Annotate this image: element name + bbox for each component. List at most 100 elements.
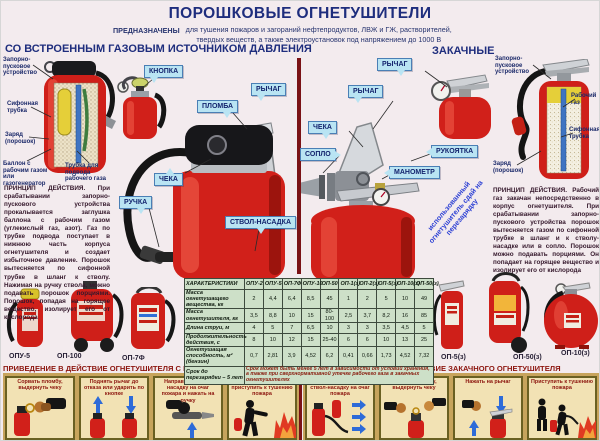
purpose-label: ПРЕДНАЗНАЧЕНЫ (113, 26, 180, 35)
table-cell: 8 (244, 332, 264, 348)
table-cell: 85 (414, 308, 434, 323)
builtin-step-4-illustration (234, 400, 296, 438)
builtin-cutaway-illustration (44, 61, 116, 173)
model-caption-opu5: ОПУ-5 (9, 353, 31, 360)
model-op7f-illustration (131, 287, 176, 349)
vertical-divider-main (297, 58, 301, 274)
callout-rychag-stored: РЫЧАГ (348, 85, 384, 103)
stored-step-1: Направить сопло или ствол-насадку на оча… (305, 376, 375, 440)
model-caption-op5z: ОП-5(з) (441, 354, 466, 361)
table-cell: 3,5 (244, 308, 264, 323)
builtin-step-3-illustration (166, 400, 214, 438)
purpose-text: для тушения пожаров и загораний нефтепро… (186, 25, 452, 44)
stored-step-2-illustration (384, 398, 446, 438)
table-cell: 2 (244, 288, 264, 310)
callout-plomba: ПЛОМБА (197, 100, 239, 118)
table-cell: 6,5 (300, 321, 321, 334)
table-cell: 0,41 (338, 346, 359, 367)
table-cell: 6 (338, 332, 359, 348)
model-opu5-illustration (6, 288, 43, 347)
table-cell: Масса огнетушителя, кг (184, 308, 245, 323)
model-caption-op10z: ОП-10(з) (561, 350, 590, 357)
table-cell: 0,66 (357, 346, 378, 367)
table-cell: 6 (357, 332, 378, 348)
table-cell: 25 (414, 332, 434, 348)
table-cell: Огнетушащая способность, м² (бензин) (184, 346, 245, 367)
table-cell: 5 (262, 321, 283, 334)
table-footer-label: Срок до перезарядки – 5 лет (184, 365, 245, 386)
callout-stvol-nasadka: СТВОЛ-НАСАДКА (225, 216, 296, 234)
callout-ruchka: РУЧКА (119, 196, 153, 214)
stored-step-3: Нажать на рычаг (453, 376, 523, 440)
table-header-cell: ОП-10(з) (395, 278, 420, 290)
stored-principle-text: ПРИНЦИП ДЕЙСТВИЯ. Рабочий газ закачан не… (493, 187, 599, 275)
stored-gas-label: Рабочий газ (571, 93, 597, 106)
table-cell: 12 (281, 332, 302, 348)
table-cell: 80-100 (319, 308, 340, 323)
callout-rychag-builtin: РЫЧАГ (251, 83, 287, 101)
table-header-cell: ОП-7Ф (281, 278, 302, 290)
table-cell: 13 (395, 332, 416, 348)
table-cell: 2,5 (338, 308, 359, 323)
table-cell: 6,4 (281, 288, 302, 310)
callout-rychag-small-stored: РЫЧАГ (377, 58, 413, 76)
table-header-cell: ОП-5(з) (376, 278, 398, 290)
table-cell: 16 (395, 308, 416, 323)
table-header-cell: ХАРАКТЕРИСТИКИ (184, 278, 245, 290)
table-cell: Продолжительность действия, с (184, 332, 247, 348)
stored-step-4-caption: Приступить к тушению пожара (531, 379, 593, 392)
builtin-valve-label: Запорно-пусковое устройство (3, 57, 38, 77)
purpose-block: ПРЕДНАЗНАЧЕНЫ для тушения пожаров и заго… (113, 25, 503, 44)
table-footer-note: Срок может быть менее 5 лет в зависимост… (244, 365, 434, 386)
table-cell: 7,32 (414, 346, 434, 367)
builtin-tube-label: Трубка для подвода рабочего газа (65, 163, 106, 183)
table-cell: 3,9 (281, 346, 302, 367)
stored-step-4-illustration (537, 398, 596, 438)
table-cell: 8,5 (300, 288, 321, 310)
table-cell: 10 (319, 321, 340, 334)
table-cell: 10 (376, 332, 397, 348)
table-header-cell: ОП-50(з) (414, 278, 439, 290)
callout-rukoyatka: РУКОЯТКА (425, 145, 479, 158)
stored-step-3-illustration (462, 396, 513, 438)
table-cell: 4 (244, 321, 264, 334)
section-heading-stored-pressure: ЗАКАЧНЫЕ (432, 45, 495, 57)
callout-cheka-stored: ЧЕКА (308, 121, 337, 139)
activation-builtin-title: ПРИВЕДЕНИЕ В ДЕЙСТВИЕ ОГНЕТУШИТЕЛЯ С ГАЗ… (3, 364, 324, 373)
table-header-cell: ОП-50 (319, 278, 340, 290)
table-header-cell: ОП-2(з) (357, 278, 379, 290)
model-caption-op100: ОП-100 (57, 353, 82, 360)
builtin-step-1-caption: Сорвать пломбу, выдернуть чеку (17, 379, 63, 392)
builtin-charge-label: Заряд (порошок) (5, 132, 36, 145)
model-caption-op50z: ОП-50(з) (513, 354, 542, 361)
table-cell: 4,52 (300, 346, 321, 367)
recharge-note: использованный огнетушитель сдай на пере… (425, 178, 485, 245)
vertical-divider-bottom (299, 363, 302, 440)
purpose-line-2: твердых веществ, а также электроустаново… (196, 34, 442, 44)
stored-step-2: Сорвать пломбу, выдернуть чеку (379, 376, 449, 440)
table-cell: 3 (357, 321, 378, 334)
stored-step-4: Приступить к тушению пожара (527, 376, 597, 440)
callout-knopka: КНОПКА (144, 65, 184, 83)
model-op5z-illustration (432, 280, 465, 349)
table-cell: 10 (262, 332, 283, 348)
table-cell: 10 (395, 288, 416, 310)
table-cell: 2,81 (262, 346, 283, 367)
stored-valve-label: Запорно-пусковое устройство (495, 56, 530, 76)
table-cell: 6,2 (319, 346, 340, 367)
builtin-step-1-illustration (14, 398, 66, 436)
table-cell: 45 (319, 288, 340, 310)
model-op50z-illustration (489, 272, 530, 353)
table-cell: Масса огнетушащего вещества, кг (184, 288, 245, 310)
model-caption-op7f: ОП-7Ф (122, 355, 145, 362)
table-cell: 7 (281, 321, 302, 334)
builtin-principle-text: ПРИНЦИП ДЕЙСТВИЯ. При срабатывании запор… (4, 185, 110, 321)
builtin-step-3: Направить ствол-насадку на очаг пожара и… (153, 376, 223, 440)
model-op100-illustration (71, 281, 124, 352)
table-cell: 5 (414, 321, 434, 334)
callout-manometr: МАНОМЕТР (384, 166, 440, 179)
builtin-step-2-illustration (90, 396, 137, 438)
callout-cheka-builtin: ЧЕКА (154, 168, 183, 186)
table-header-cell: ОП-1(з) (338, 278, 360, 290)
table-cell: 4,4 (262, 288, 283, 310)
